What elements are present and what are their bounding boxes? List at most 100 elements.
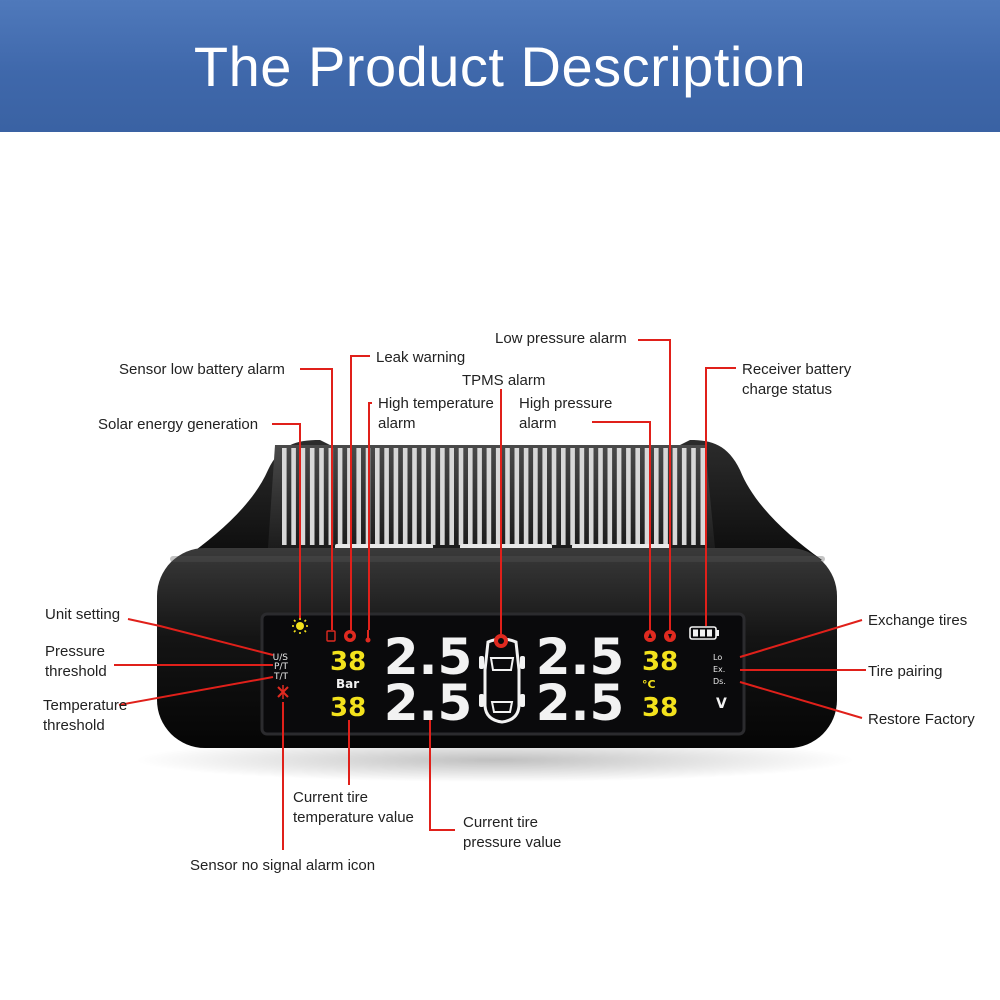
leader-exchange-tires — [739, 619, 863, 658]
solar-slat — [328, 448, 334, 545]
solar-slat — [393, 448, 399, 545]
solar-slat — [402, 448, 408, 545]
high-pressure-icon — [644, 630, 656, 642]
leader-low-pressure — [638, 339, 671, 630]
solar-slat — [542, 448, 547, 545]
leader-lines — [114, 339, 866, 850]
solar-slat — [477, 448, 482, 545]
lcd-screen — [260, 612, 746, 736]
label-current-pressure-line2: pressure value — [463, 834, 561, 851]
solar-slat — [598, 448, 603, 545]
label-sensor-low-battery: Sensor low battery alarm — [119, 361, 285, 378]
label-current-temp-line1: Current tire — [293, 789, 368, 806]
solar-slat — [421, 448, 427, 545]
solar-slat — [570, 448, 575, 545]
solar-slat — [533, 448, 538, 545]
leader-high-pressure — [592, 421, 651, 630]
solar-slat — [672, 448, 678, 545]
menu-temperature-threshold: T/T — [273, 672, 289, 682]
label-high-pressure-line2: alarm — [519, 415, 557, 432]
leader-leak-warning — [350, 355, 370, 630]
solar-slat — [551, 448, 557, 545]
temp-value-front-right: 38 — [642, 647, 678, 677]
label-tire-pairing: Tire pairing — [868, 663, 942, 680]
label-current-pressure-line1: Current tire — [463, 814, 538, 831]
solar-panel — [268, 445, 715, 558]
solar-slat — [440, 448, 445, 545]
solar-slat — [384, 448, 389, 545]
page-title: The Product Description — [193, 35, 807, 98]
temp-value-rear-right: 38 — [642, 693, 678, 723]
device-shadow — [135, 738, 855, 782]
leader-current-pressure — [429, 720, 455, 831]
pressure-value-front-right: 2.5 — [536, 628, 625, 686]
receiver-battery-icon — [689, 626, 719, 640]
leader-sensor-low-battery — [300, 368, 333, 630]
sun-icon — [292, 618, 308, 634]
label-exchange-tires: Exchange tires — [868, 612, 967, 629]
temp-value-rear-left: 38 — [330, 693, 366, 723]
tpms-alarm-icon — [494, 634, 508, 648]
device-wing-right — [680, 440, 822, 560]
no-signal-icon — [277, 685, 289, 699]
solar-slat — [291, 448, 296, 545]
menu-pressure-threshold: P/T — [274, 662, 288, 672]
sensor-low-battery-icon — [326, 630, 336, 642]
pressure-value-rear-right: 2.5 — [536, 674, 625, 732]
label-restore-factory: Restore Factory — [868, 711, 975, 728]
menu-exchange-tires: Lo — [713, 653, 722, 662]
solar-slat — [412, 448, 417, 545]
leader-restore-factory — [739, 681, 863, 719]
leader-unit-setting — [127, 618, 274, 656]
low-pressure-icon — [664, 630, 676, 642]
high-temperature-icon — [365, 630, 371, 643]
unit-bar-label: Bar — [336, 677, 359, 691]
solar-slat — [616, 448, 622, 545]
solar-slat — [337, 448, 343, 545]
solar-slat — [635, 448, 640, 545]
solar-slat — [681, 448, 687, 545]
label-current-temp-line2: temperature value — [293, 809, 414, 826]
label-receiver-battery-line2: charge status — [742, 381, 832, 398]
menu-tire-pairing: Ex. — [713, 665, 725, 674]
label-unit-setting: Unit setting — [45, 606, 120, 623]
label-temperature-threshold-line1: Temperature — [43, 697, 127, 714]
title-banner: The Product Description — [0, 0, 1000, 132]
menu-unit-setting: U/S — [273, 653, 289, 663]
solar-slat — [626, 448, 631, 545]
label-high-temperature-line1: High temperature — [378, 395, 494, 412]
solar-slat — [319, 448, 324, 545]
solar-slat — [523, 448, 529, 545]
solar-slat — [430, 448, 436, 545]
leak-warning-icon — [344, 630, 356, 642]
label-pressure-threshold-line2: threshold — [45, 663, 107, 680]
solar-slat — [347, 448, 352, 545]
solar-slat — [644, 448, 650, 545]
solar-slat — [505, 448, 510, 545]
leader-high-temperature — [368, 402, 372, 630]
pressure-value-rear-left: 2.5 — [384, 674, 473, 732]
unit-celsius-label: °C — [642, 678, 656, 691]
solar-slat — [449, 448, 454, 545]
solar-slat — [654, 448, 659, 545]
label-receiver-battery-line1: Receiver battery — [742, 361, 852, 378]
label-high-pressure-line1: High pressure — [519, 395, 612, 412]
label-pressure-threshold-line1: Pressure — [45, 643, 105, 660]
label-high-temperature-line2: alarm — [378, 415, 416, 432]
solar-slat — [691, 448, 696, 545]
solar-slat — [375, 448, 380, 545]
solar-slat — [514, 448, 520, 545]
leader-solar — [272, 423, 301, 618]
label-no-signal: Sensor no signal alarm icon — [190, 857, 375, 874]
label-tpms-alarm: TPMS alarm — [462, 372, 545, 389]
solar-slat — [486, 448, 492, 545]
pressure-value-front-left: 2.5 — [384, 628, 473, 686]
solar-slat — [663, 448, 668, 545]
solar-slat — [356, 448, 361, 545]
label-temperature-threshold-line2: threshold — [43, 717, 105, 734]
label-solar-energy: Solar energy generation — [98, 416, 258, 433]
solar-slat — [458, 448, 464, 545]
solar-slat — [309, 448, 315, 545]
solar-slat — [588, 448, 594, 545]
